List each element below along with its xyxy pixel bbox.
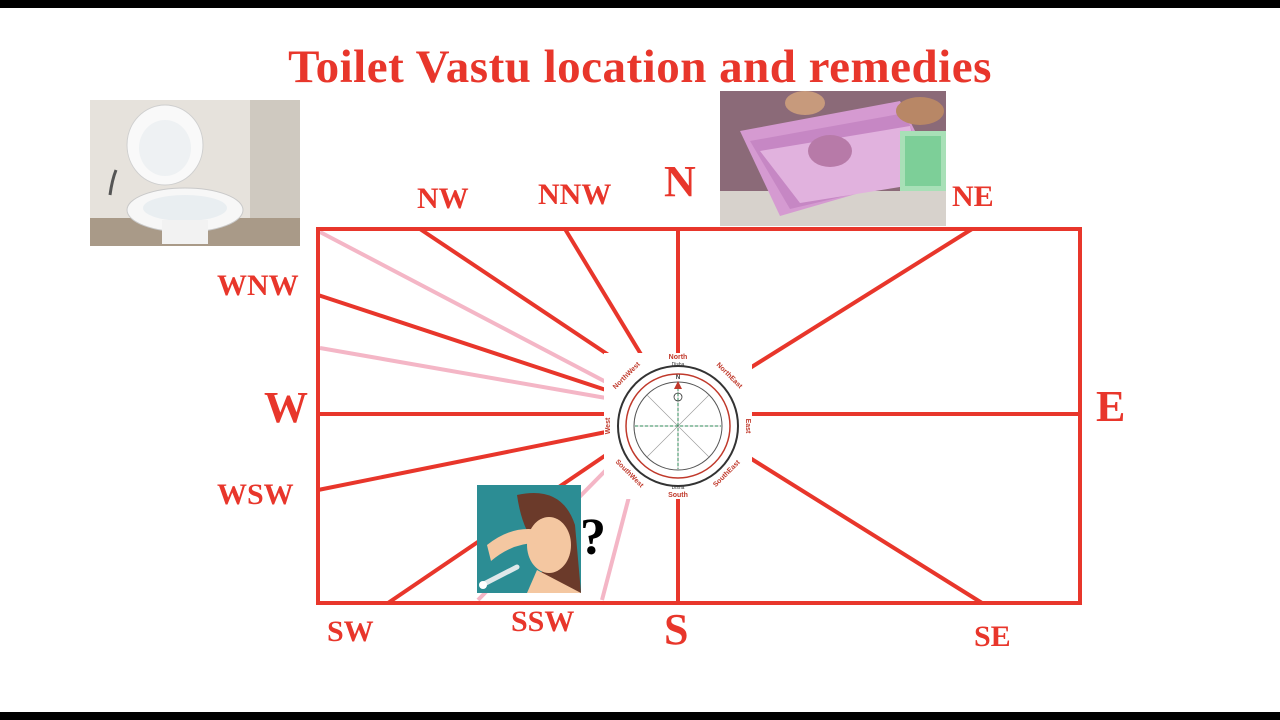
compass-north-label: North <box>669 354 688 361</box>
compass-n-letter: N <box>676 375 680 381</box>
compass-north-disha: Disha <box>672 362 685 368</box>
se-line <box>748 456 984 605</box>
label-e: E <box>1096 382 1126 431</box>
wnw-line <box>317 293 607 392</box>
label-ne: NE <box>952 180 994 213</box>
nw-line <box>418 227 630 370</box>
label-se: SE <box>974 620 1011 653</box>
bottom-black-bar <box>0 712 1280 720</box>
label-nnw: NNW <box>538 178 612 211</box>
label-wnw: WNW <box>217 269 299 302</box>
toilet-photo <box>90 100 300 246</box>
label-sw: SW <box>327 615 374 648</box>
label-nw: NW <box>417 182 469 215</box>
label-ssw: SSW <box>511 605 575 638</box>
vastu-compass: North Disha N Disha South West East Nort… <box>604 353 752 499</box>
label-n: N <box>664 157 696 206</box>
wsw-line <box>317 430 607 492</box>
compass-west-label: West <box>605 417 612 434</box>
nnw-line <box>563 227 644 358</box>
compass-east-label: East <box>744 419 751 434</box>
money-photo <box>720 91 946 226</box>
question-mark: ? <box>580 509 606 566</box>
label-w: W <box>264 383 308 432</box>
compass-south-label: South <box>668 492 688 499</box>
compass-south-disha: Disha <box>672 485 685 491</box>
ne-line <box>748 227 974 370</box>
woman-headache-illustration <box>477 485 581 593</box>
label-s: S <box>664 605 689 654</box>
label-wsw: WSW <box>217 478 294 511</box>
top-black-bar <box>0 0 1280 8</box>
page-title: Toilet Vastu location and remedies <box>288 41 992 93</box>
